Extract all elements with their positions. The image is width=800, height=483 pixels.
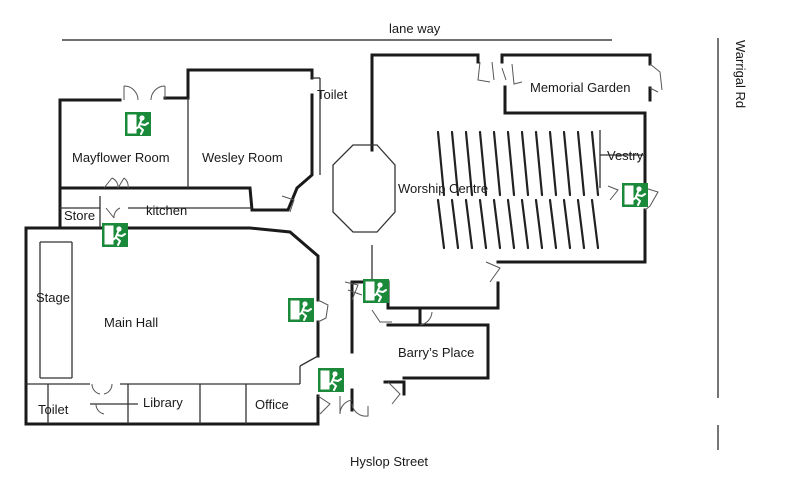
room-main-hall: Main Hall [104,315,158,330]
street-lane-way: lane way [389,21,441,36]
interior-walls [26,77,645,424]
room-toilet-top: Toilet [317,87,348,102]
room-memorial-garden: Memorial Garden [530,80,630,95]
emergency-exit-icon [362,278,390,304]
street-warrigal-rd: Warrigal Rd [733,40,748,108]
outer-walls [24,53,652,426]
room-office: Office [255,397,289,412]
room-vestry: Vestry [607,148,644,163]
emergency-exit-icon [124,111,152,137]
room-wesley: Wesley Room [202,150,283,165]
room-toilet-bottom: Toilet [38,402,69,417]
worship-lobby-octagon [332,144,396,233]
room-library: Library [143,395,183,410]
room-mayflower: Mayflower Room [72,150,170,165]
room-stage: Stage [36,290,70,305]
emergency-exit-icon [101,222,129,248]
emergency-exit-icon [621,182,649,208]
room-store: Store [64,208,95,223]
room-worship-centre: Worship Centre [398,181,488,196]
street-hyslop: Hyslop Street [350,454,428,469]
doors [91,61,663,417]
seating-rows [436,130,600,250]
emergency-exit-icon [287,297,315,323]
room-barrys-place: Barry’s Place [398,345,474,360]
emergency-exit-icon [317,367,345,393]
room-kitchen: kitchen [146,203,187,218]
